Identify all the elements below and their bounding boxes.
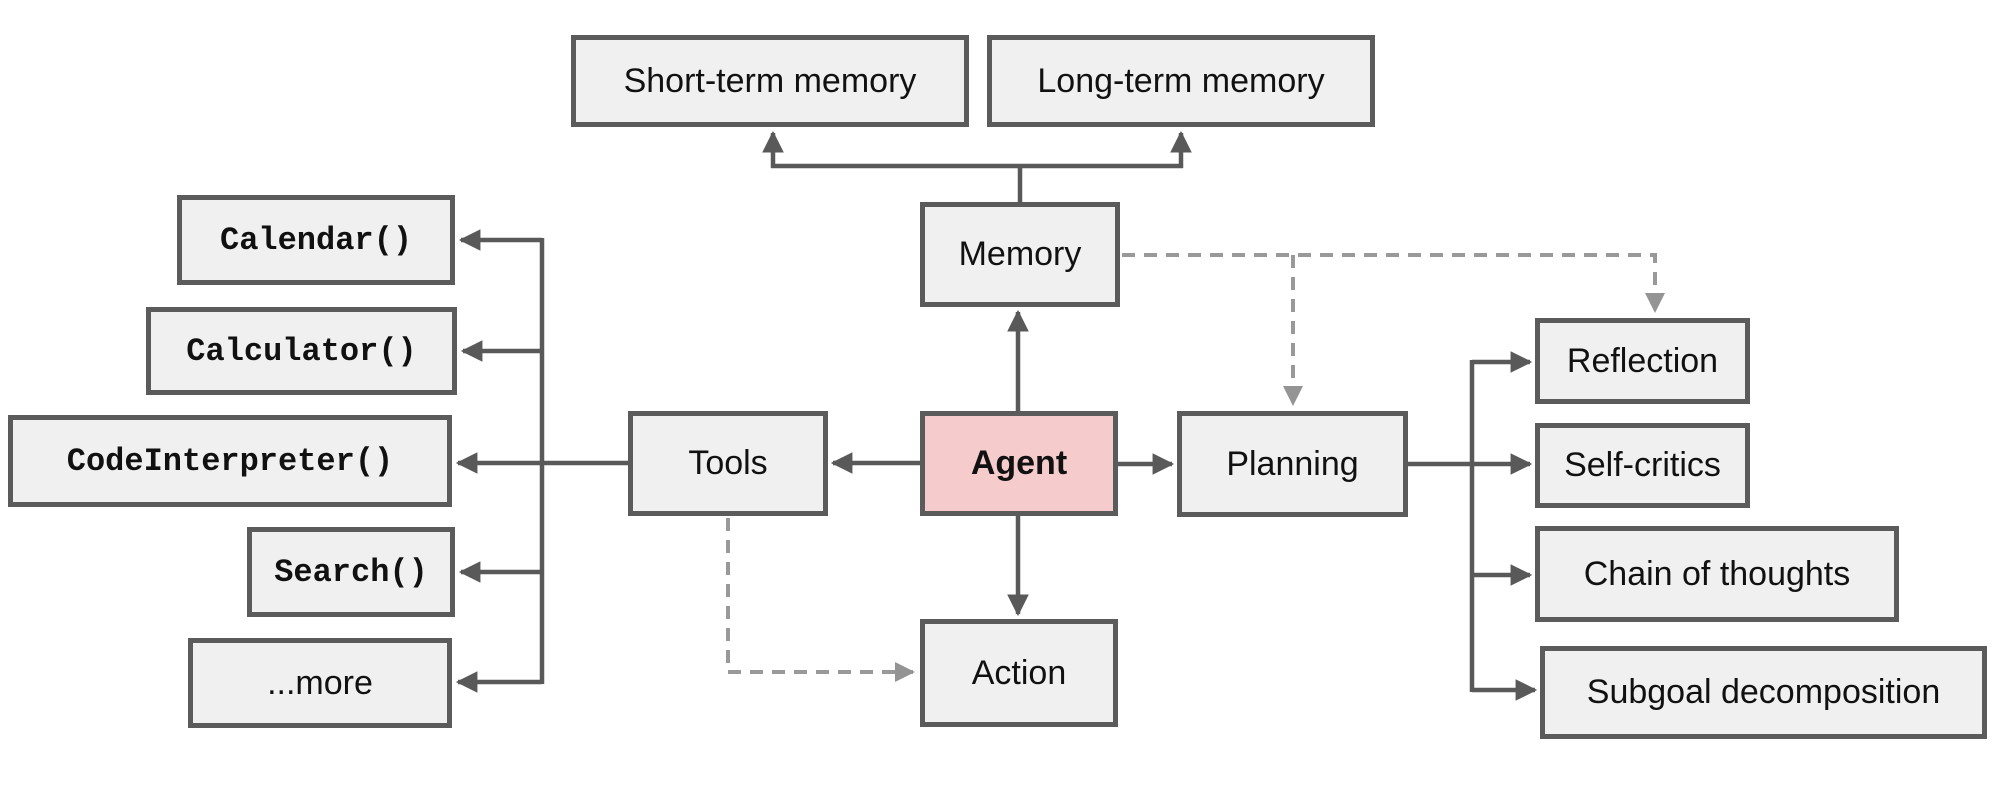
- node-calendar-tool: Calendar(): [177, 195, 455, 285]
- node-memory: Memory: [920, 202, 1120, 307]
- node-long-term-memory: Long-term memory: [987, 35, 1375, 127]
- node-code-interpreter-tool: CodeInterpreter(): [8, 415, 452, 507]
- node-search-tool: Search(): [247, 527, 455, 617]
- node-more-tools: ...more: [188, 638, 452, 728]
- node-reflection: Reflection: [1535, 318, 1750, 404]
- node-self-critics: Self-critics: [1535, 423, 1750, 508]
- node-tools: Tools: [628, 411, 828, 516]
- node-short-term-memory: Short-term memory: [571, 35, 969, 127]
- node-subgoal-decomposition: Subgoal decomposition: [1540, 646, 1987, 739]
- node-agent: Agent: [920, 411, 1118, 516]
- node-planning: Planning: [1177, 411, 1408, 517]
- node-calculator-tool: Calculator(): [146, 307, 457, 395]
- node-action: Action: [920, 619, 1118, 727]
- node-chain-of-thoughts: Chain of thoughts: [1535, 526, 1899, 622]
